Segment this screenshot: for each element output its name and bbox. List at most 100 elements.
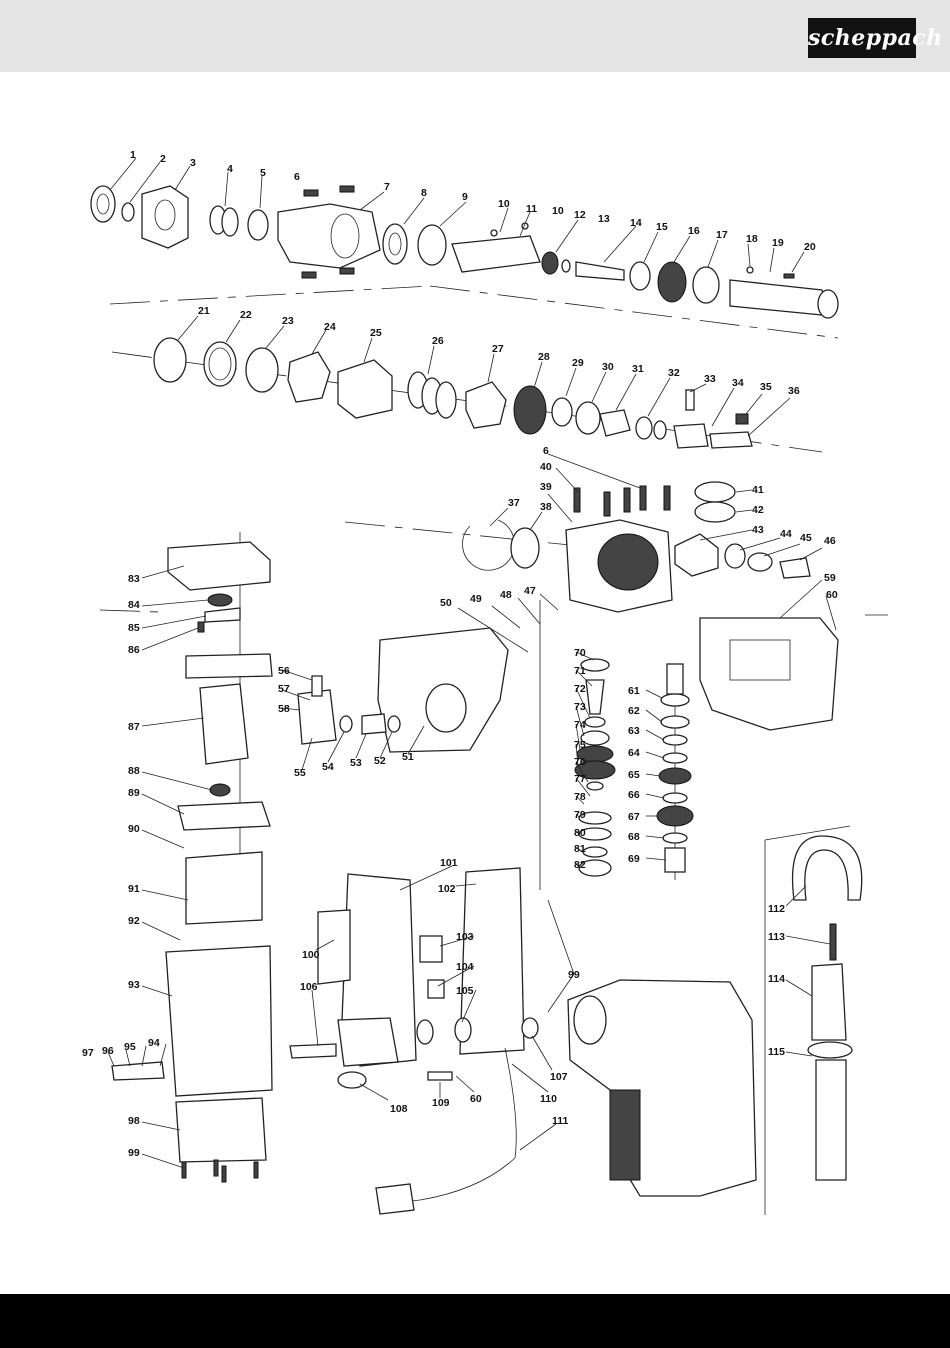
callout-48: 48	[500, 589, 512, 601]
callout-12: 12	[574, 209, 586, 221]
callout-72: 72	[574, 683, 586, 695]
callout-60a: 60	[826, 589, 838, 601]
callout-60b: 60	[470, 1093, 482, 1105]
callout-3: 3	[190, 157, 196, 169]
callout-100: 100	[302, 949, 320, 961]
callout-2: 2	[160, 153, 166, 165]
callout-93: 93	[128, 979, 140, 991]
callout-87: 87	[128, 721, 140, 733]
callout-94: 94	[148, 1037, 160, 1049]
callout-56: 56	[278, 665, 290, 677]
callout-97: 97	[82, 1047, 94, 1059]
callout-80: 80	[574, 827, 586, 839]
callout-21: 21	[198, 305, 210, 317]
callout-84: 84	[128, 599, 140, 611]
callout-37: 37	[508, 497, 520, 509]
callout-57: 57	[278, 683, 290, 695]
callout-88: 88	[128, 765, 140, 777]
callout-86: 86	[128, 644, 140, 656]
callout-108: 108	[390, 1103, 408, 1115]
callout-91: 91	[128, 883, 140, 895]
callout-9: 9	[462, 191, 468, 203]
callout-28: 28	[538, 351, 550, 363]
callout-104: 104	[456, 961, 474, 973]
callout-98: 98	[128, 1115, 140, 1127]
callout-81: 81	[574, 843, 586, 855]
callout-102: 102	[438, 883, 456, 895]
callout-27: 27	[492, 343, 504, 355]
callout-53: 53	[350, 757, 362, 769]
callout-20: 20	[804, 241, 816, 253]
callout-18: 18	[746, 233, 758, 245]
header-bar	[0, 0, 950, 72]
callout-64: 64	[628, 747, 640, 759]
callout-23: 23	[282, 315, 294, 327]
callout-41: 41	[752, 484, 764, 496]
callout-40: 40	[540, 461, 552, 473]
callout-113: 113	[768, 931, 785, 943]
callout-73: 73	[574, 701, 586, 713]
callout-77: 77	[574, 773, 586, 785]
callout-25: 25	[370, 327, 382, 339]
callout-92: 92	[128, 915, 140, 927]
callout-115: 115	[768, 1046, 785, 1058]
callout-69: 69	[628, 853, 640, 865]
callout-24: 24	[324, 321, 336, 333]
callout-13: 13	[598, 213, 610, 225]
callout-105: 105	[456, 985, 474, 997]
callout-74: 74	[574, 719, 586, 731]
callout-47: 47	[524, 585, 536, 597]
callout-1: 1	[130, 149, 136, 161]
rear-housing	[699, 617, 839, 731]
handle-switch-group	[289, 627, 539, 1215]
callout-75: 75	[574, 739, 586, 751]
callout-67: 67	[628, 811, 640, 823]
callout-99a: 99	[128, 1147, 140, 1159]
callout-31: 31	[632, 363, 644, 375]
callout-19: 19	[772, 237, 784, 249]
callout-59: 59	[824, 572, 836, 584]
callout-96: 96	[102, 1045, 114, 1057]
footer-bar	[0, 1294, 950, 1348]
callout-labels: 1 2 3 4 5 6 7 8 9 10 11 10 12 13 14 15 1…	[82, 149, 838, 1159]
hammer-mechanism-row	[153, 337, 753, 449]
callout-55: 55	[294, 767, 306, 779]
callout-109: 109	[432, 1097, 450, 1109]
chuck-assembly-row	[90, 185, 839, 319]
callout-16: 16	[688, 225, 700, 237]
callout-65: 65	[628, 769, 640, 781]
callout-54: 54	[322, 761, 334, 773]
callout-106: 106	[300, 981, 318, 993]
assembled-tool	[567, 835, 863, 1197]
callout-89: 89	[128, 787, 140, 799]
callout-45: 45	[800, 532, 812, 544]
callout-51: 51	[402, 751, 414, 763]
callout-10a: 10	[498, 198, 510, 210]
callout-78: 78	[574, 791, 586, 803]
callout-63: 63	[628, 725, 640, 737]
callout-26: 26	[432, 335, 444, 347]
callout-29: 29	[572, 357, 584, 369]
callout-30: 30	[602, 361, 614, 373]
callout-111: 111	[552, 1115, 569, 1127]
callout-35: 35	[760, 381, 772, 393]
callout-22: 22	[240, 309, 252, 321]
callout-15: 15	[656, 221, 668, 233]
callout-6b: 6	[543, 445, 549, 457]
callout-62: 62	[628, 705, 640, 717]
callout-79: 79	[574, 809, 586, 821]
callout-95: 95	[124, 1041, 136, 1053]
callout-61: 61	[628, 685, 640, 697]
callout-11: 11	[526, 203, 537, 215]
callout-76: 76	[574, 756, 586, 768]
callout-49: 49	[470, 593, 482, 605]
callout-43: 43	[752, 524, 764, 536]
callout-36: 36	[788, 385, 800, 397]
callout-44: 44	[780, 528, 792, 540]
callout-39: 39	[540, 481, 552, 493]
callout-32: 32	[668, 367, 680, 379]
callout-90: 90	[128, 823, 140, 835]
callout-42: 42	[752, 504, 764, 516]
gear-housing-group	[462, 481, 811, 613]
